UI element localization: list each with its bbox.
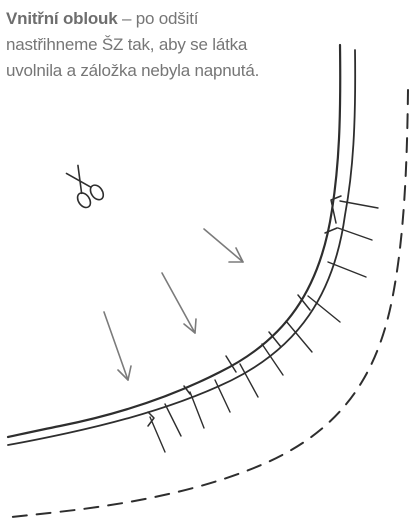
scissors-icon [61, 162, 106, 210]
arrow-icon [104, 312, 131, 380]
stitch-line-dashed [12, 90, 408, 517]
cut-lines [150, 201, 378, 452]
arrow-icon [204, 229, 243, 262]
fold-line-outer [8, 45, 340, 437]
fold-line-inner [8, 50, 355, 445]
arrow-icon [162, 273, 196, 333]
